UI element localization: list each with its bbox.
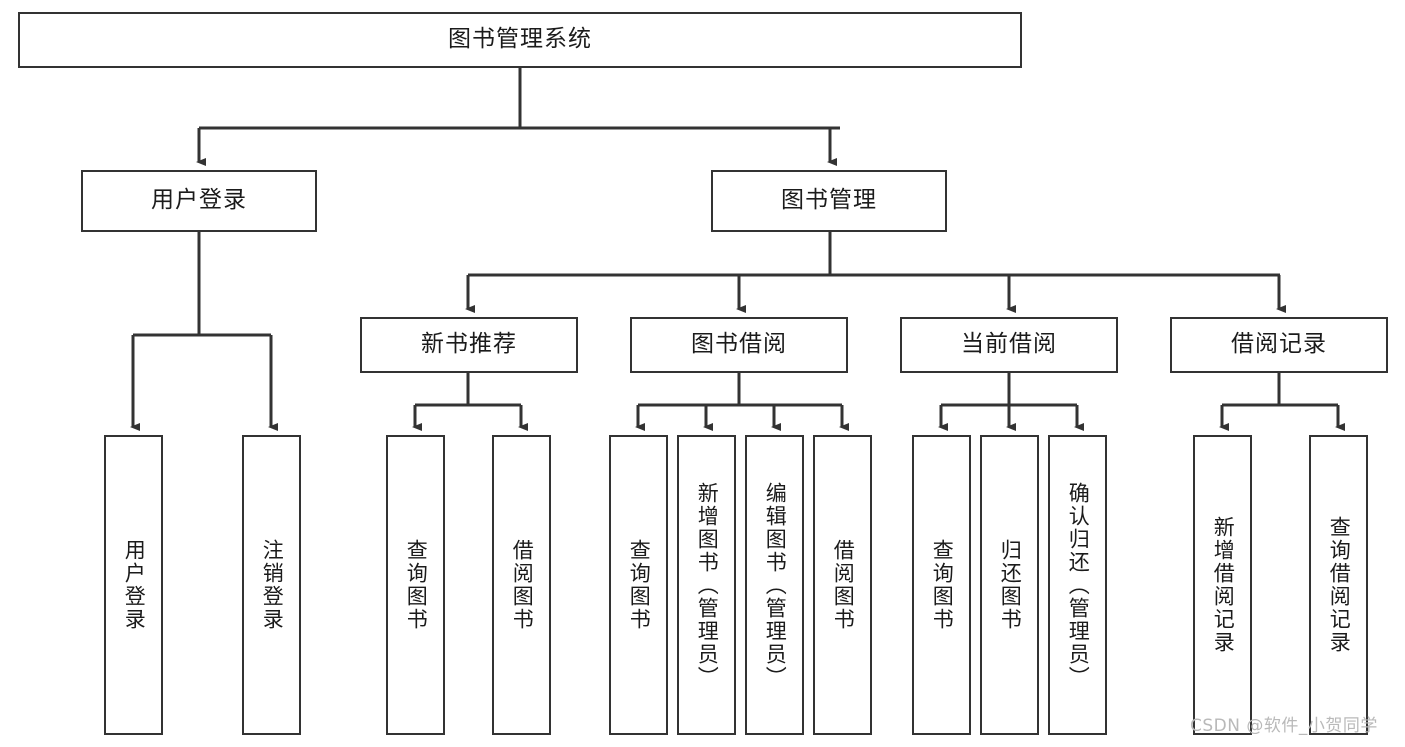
- node-current-borrow[interactable]: 当前借阅: [900, 317, 1118, 373]
- node-book-management-label: 图书管理: [781, 187, 877, 214]
- node-root[interactable]: 图书管理系统: [18, 12, 1022, 68]
- leaf-borrow-add-book-admin[interactable]: 新增图书（管理员）: [677, 435, 736, 735]
- leaf-borrow-borrow-book[interactable]: 借阅图书: [813, 435, 872, 735]
- csdn-watermark: CSDN @软件_小贺同学: [1190, 716, 1378, 736]
- node-borrow-record-label: 借阅记录: [1231, 331, 1327, 358]
- leaf-label: 确认归还（管理员）: [1066, 481, 1091, 689]
- leaf-label: 用户登录: [122, 539, 147, 631]
- node-user-login-label: 用户登录: [151, 187, 247, 214]
- leaf-current-confirm-return-admin[interactable]: 确认归还（管理员）: [1048, 435, 1107, 735]
- leaf-label: 新增借阅记录: [1211, 516, 1236, 654]
- leaf-label: 新增图书（管理员）: [695, 481, 720, 689]
- leaf-user-login-login[interactable]: 用户登录: [104, 435, 163, 735]
- leaf-record-query-record[interactable]: 查询借阅记录: [1309, 435, 1368, 735]
- leaf-borrow-edit-book-admin[interactable]: 编辑图书（管理员）: [745, 435, 804, 735]
- node-root-label: 图书管理系统: [448, 26, 592, 53]
- node-new-book-recommend-label: 新书推荐: [421, 331, 517, 358]
- leaf-label: 查询借阅记录: [1327, 516, 1352, 654]
- leaf-label: 查询图书: [930, 539, 955, 631]
- leaf-label: 编辑图书（管理员）: [763, 481, 788, 689]
- leaf-label: 注销登录: [260, 539, 285, 631]
- leaf-current-query-book[interactable]: 查询图书: [912, 435, 971, 735]
- leaf-recommend-query-book[interactable]: 查询图书: [386, 435, 445, 735]
- node-book-borrow-label: 图书借阅: [691, 331, 787, 358]
- leaf-user-login-logout[interactable]: 注销登录: [242, 435, 301, 735]
- leaf-label: 查询图书: [627, 539, 652, 631]
- leaf-label: 借阅图书: [831, 539, 856, 631]
- node-book-management[interactable]: 图书管理: [711, 170, 947, 232]
- node-book-borrow[interactable]: 图书借阅: [630, 317, 848, 373]
- node-new-book-recommend[interactable]: 新书推荐: [360, 317, 578, 373]
- node-current-borrow-label: 当前借阅: [961, 331, 1057, 358]
- leaf-label: 归还图书: [998, 539, 1023, 631]
- leaf-label: 借阅图书: [510, 539, 535, 631]
- leaf-current-return-book[interactable]: 归还图书: [980, 435, 1039, 735]
- leaf-label: 查询图书: [404, 539, 429, 631]
- leaf-recommend-borrow-book[interactable]: 借阅图书: [492, 435, 551, 735]
- node-user-login[interactable]: 用户登录: [81, 170, 317, 232]
- leaf-borrow-query-book[interactable]: 查询图书: [609, 435, 668, 735]
- node-borrow-record[interactable]: 借阅记录: [1170, 317, 1388, 373]
- leaf-record-add-record[interactable]: 新增借阅记录: [1193, 435, 1252, 735]
